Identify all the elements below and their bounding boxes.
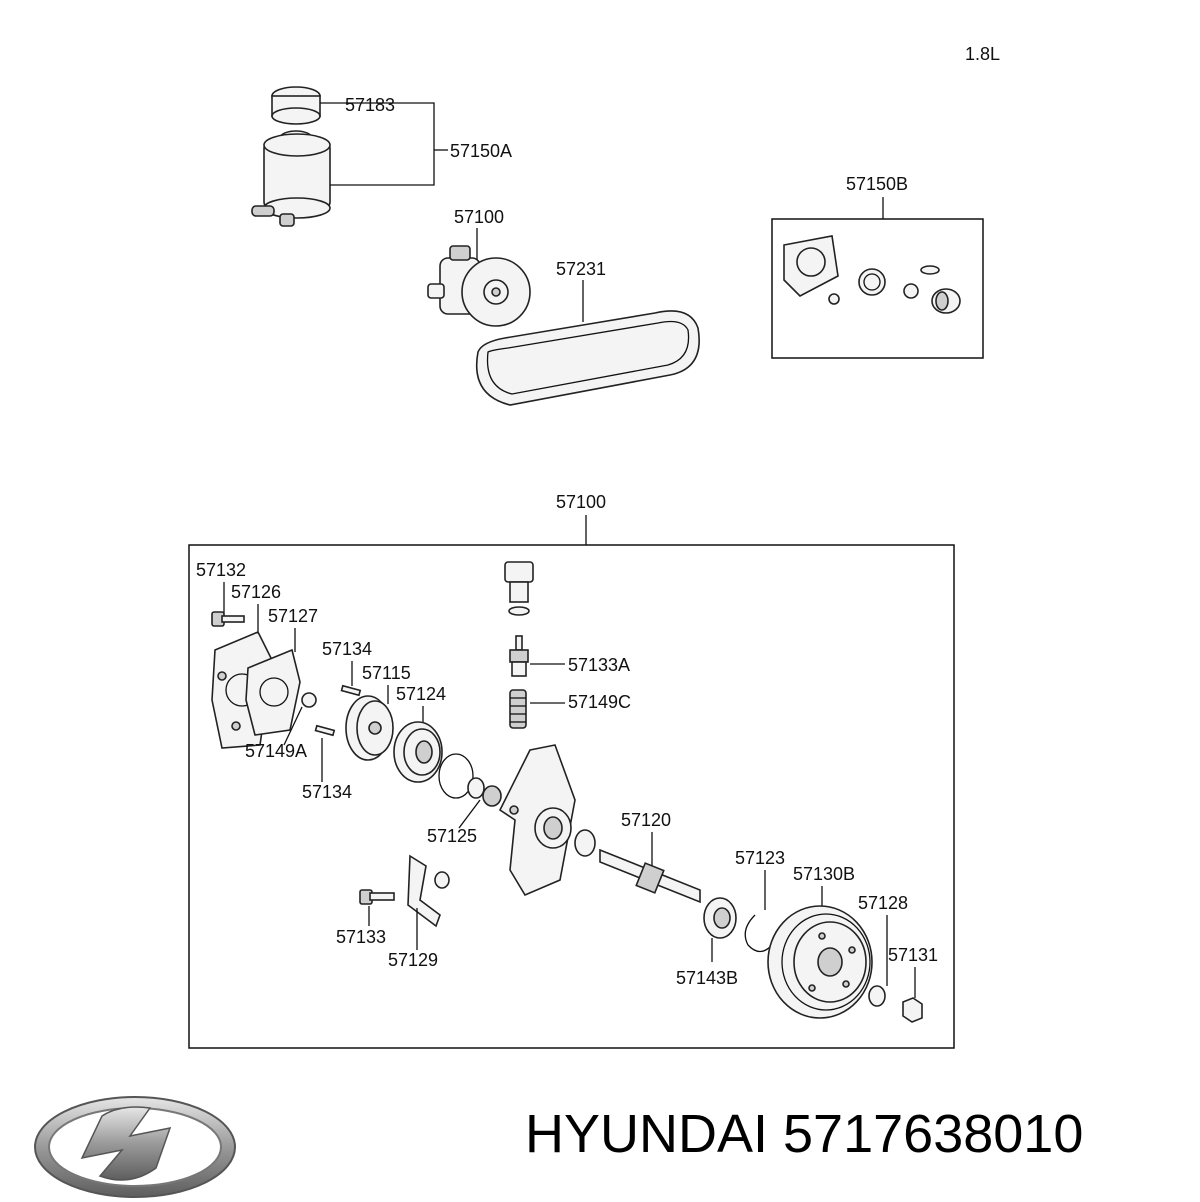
- nut-57131-drawing: [902, 997, 923, 1023]
- label-57125: 57125: [427, 826, 477, 846]
- label-57133A: 57133A: [568, 655, 630, 675]
- bolt-57133-drawing: [359, 889, 395, 905]
- brand-part-number-caption: HYUNDAI 5717638010: [525, 1104, 1084, 1164]
- oring-57149A-drawing: [301, 692, 317, 708]
- washer-57128-drawing: [868, 985, 886, 1007]
- rotor-57115-drawing: [345, 695, 394, 761]
- label-57143B: 57143B: [676, 968, 738, 988]
- pin-57134-upper-drawing: [340, 684, 362, 697]
- reservoir-drawing: [251, 130, 331, 227]
- spring-57149C-drawing: [509, 689, 527, 729]
- snapring-57123-drawing: [744, 914, 773, 953]
- gasket-57127-drawing: [245, 648, 301, 736]
- label-57124: 57124: [396, 684, 446, 704]
- bracket-57129-drawing: [407, 854, 450, 928]
- label-57129: 57129: [388, 950, 438, 970]
- label-57123: 57123: [735, 848, 785, 868]
- label-57100-top: 57100: [454, 207, 504, 227]
- label-57134-upper: 57134: [322, 639, 372, 659]
- orings-57125-drawing: [438, 753, 502, 807]
- pump-exploded-box: [188, 544, 955, 1049]
- label-57134-lower: 57134: [302, 782, 352, 802]
- pin-57134-lower-drawing: [314, 724, 336, 737]
- bolt-57132-drawing: [211, 611, 245, 627]
- drive-belt-drawing: [476, 310, 700, 406]
- kit-box: [771, 218, 984, 359]
- label-57150A: 57150A: [450, 141, 512, 161]
- label-57183: 57183: [345, 95, 395, 115]
- engine-label: 1.8L: [965, 44, 1000, 64]
- label-57150B: 57150B: [846, 174, 908, 194]
- valve-57133A-drawing: [509, 635, 529, 677]
- bearing-57143B-drawing: [703, 897, 737, 939]
- shaft-57120-drawing: [574, 829, 701, 904]
- label-57126: 57126: [231, 582, 281, 602]
- label-57127: 57127: [268, 606, 318, 626]
- pump-assembly-drawing: [427, 245, 531, 327]
- label-57128: 57128: [858, 893, 908, 913]
- label-57231: 57231: [556, 259, 606, 279]
- cam-ring-57124-drawing: [393, 721, 443, 783]
- kit-parts-drawing: [783, 235, 961, 314]
- label-57130B: 57130B: [793, 864, 855, 884]
- label-57100-box: 57100: [556, 492, 606, 512]
- label-57120: 57120: [621, 810, 671, 830]
- pulley-57130B-drawing: [767, 905, 873, 1019]
- label-57132: 57132: [196, 560, 246, 580]
- pump-body-drawing: [498, 744, 576, 897]
- footer: HYUNDAI 5717638010: [0, 1070, 1200, 1200]
- fitting-drawing: [504, 561, 534, 616]
- hyundai-logo-icon: [34, 1096, 236, 1198]
- parts-diagram: 1.8L 57183 57150A 57100 57231 57150B: [188, 44, 1000, 1049]
- label-57115: 57115: [362, 663, 411, 683]
- label-57149C: 57149C: [568, 692, 631, 712]
- label-57133: 57133: [336, 927, 386, 947]
- reservoir-cap-drawing: [271, 86, 321, 125]
- label-57131: 57131: [888, 945, 938, 965]
- label-57149A: 57149A: [245, 741, 307, 761]
